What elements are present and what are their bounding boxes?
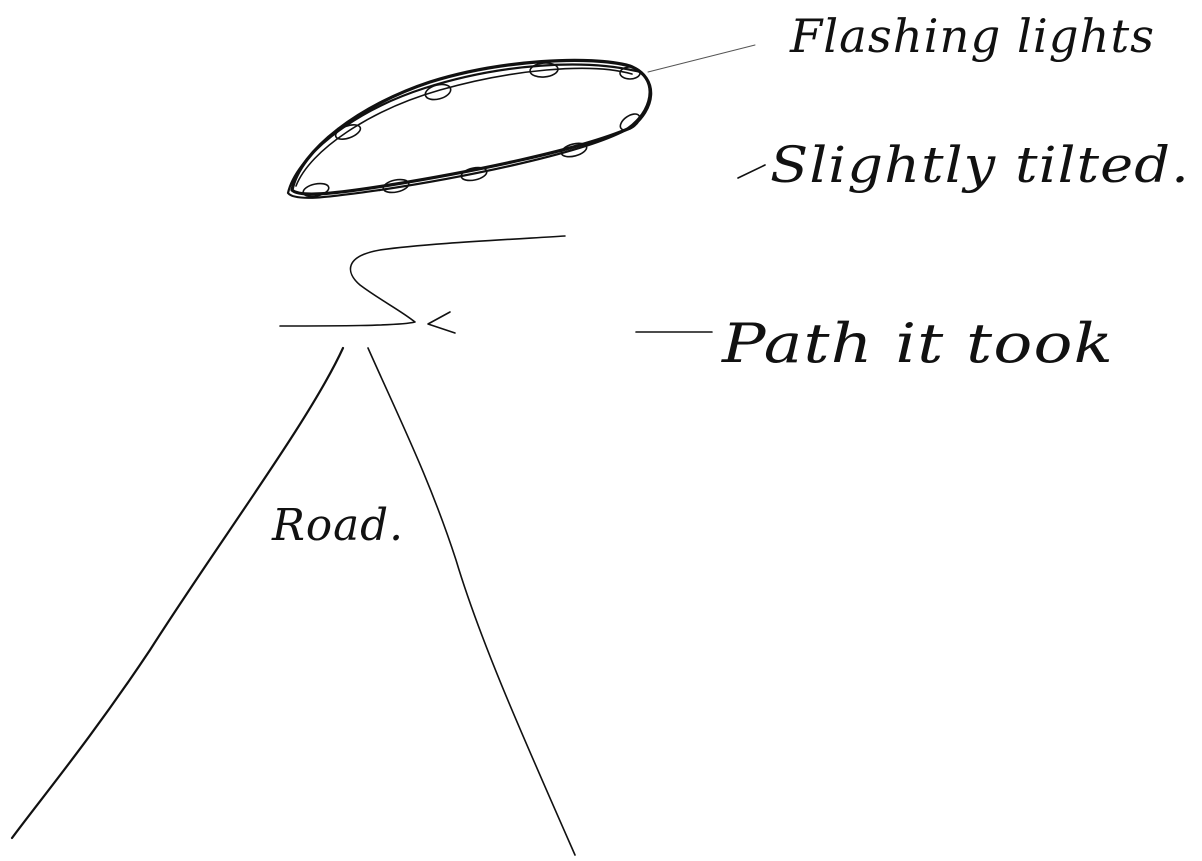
- label-path-it-took: Path it took: [721, 312, 1114, 375]
- leader-lines: [636, 45, 765, 332]
- rim-light: [424, 82, 453, 102]
- label-flashing-lights: Flashing lights: [789, 9, 1155, 63]
- label-slightly-tilted: Slightly tilted.: [770, 136, 1190, 194]
- rim-light: [618, 111, 643, 133]
- label-road: Road.: [271, 500, 404, 551]
- flight-path: [280, 236, 565, 333]
- ufo-disc: [288, 60, 651, 198]
- road: [12, 348, 575, 855]
